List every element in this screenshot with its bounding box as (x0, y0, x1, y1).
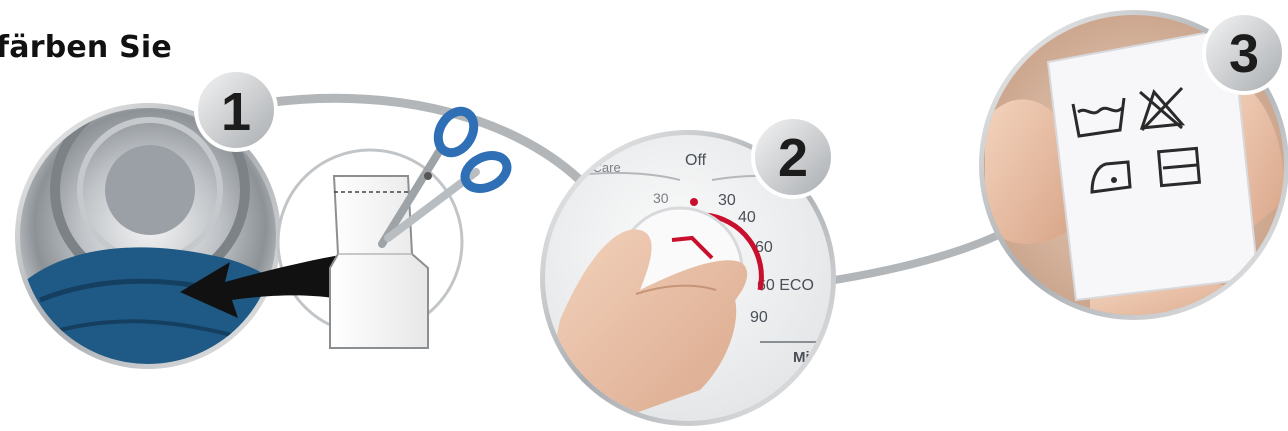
step-2-number: 2 (778, 128, 808, 188)
dial-temp-90: 90 (750, 309, 768, 326)
step-1-panel: 1 (10, 70, 512, 380)
step-1-number: 1 (221, 82, 251, 142)
dial-temp-40: 40 (738, 209, 756, 226)
dial-off-label: Off (685, 152, 707, 169)
step-3-panel: 3 (975, 5, 1288, 330)
step-2-badge: 2 (753, 117, 833, 197)
step-3-badge: 3 (1204, 13, 1284, 93)
step-1-badge: 1 (196, 70, 276, 150)
step-2-panel: Easy Care Off 30 30 40 60 60 ECO 90 Mix … (530, 117, 850, 431)
step-3-number: 3 (1229, 24, 1259, 84)
dial-temp-60eco: 60 ECO (757, 277, 814, 294)
dial-temp-30: 30 (718, 192, 736, 209)
dial-temp-left: 30 (653, 190, 669, 206)
